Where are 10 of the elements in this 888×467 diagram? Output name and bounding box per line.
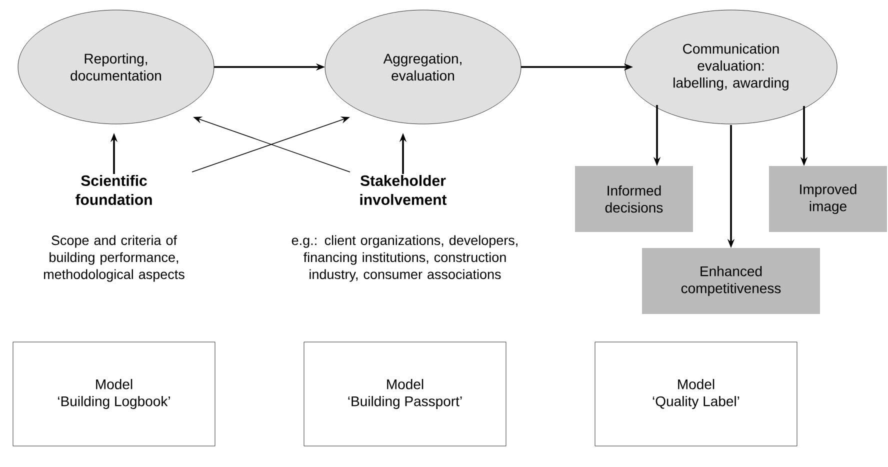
description-text: Scope and criteria of building performance, methodological aspects [44, 235, 184, 282]
bold-text: Stakeholder involvement [360, 175, 447, 205]
outcome-box: Improved image [769, 166, 887, 232]
model-box: Model ‘Building Passport’ [304, 342, 506, 446]
outcome-box: Enhanced competitiveness [642, 248, 820, 314]
bold-text: Scientific foundation [76, 175, 152, 205]
model-box: Model ‘Quality Label’ [594, 342, 798, 446]
description-text: e.g.: client organizations, developers, financing institutions, construction industry, consumer associations [292, 235, 518, 282]
model-box: Model ‘Building Logbook’ [12, 342, 216, 446]
outcome-box: Informed decisions [575, 166, 693, 232]
